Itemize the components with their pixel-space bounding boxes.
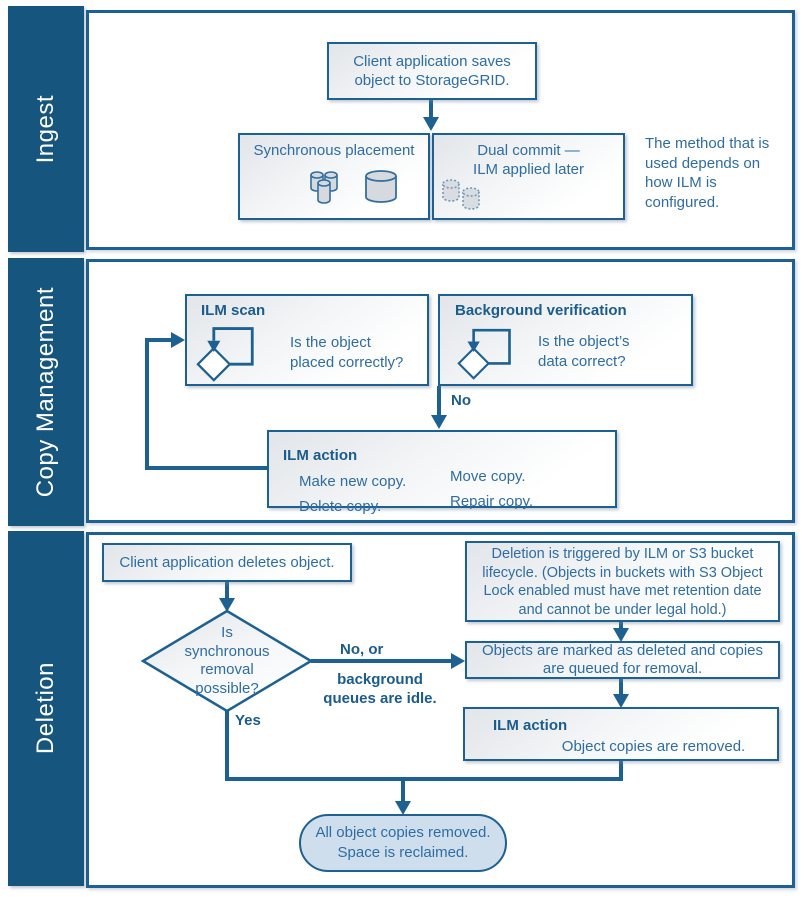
end-state-line1: All object copies removed. xyxy=(315,824,491,841)
background-verification-question: Is the object’s data correct? xyxy=(538,332,629,372)
decision-question: Is synchronous removal possible? xyxy=(140,624,314,698)
no-branch-label: No, or xyxy=(340,641,384,658)
dashed-cylinders-icon xyxy=(442,179,480,210)
ilm-action-copy-left-line2: Delete copy. xyxy=(299,498,382,515)
ilm-action-copy-left-line1: Make new copy. xyxy=(299,473,407,490)
no-branch-subline2: queues are idle. xyxy=(323,689,437,707)
marked-line1: Objects are marked as deleted and copies xyxy=(482,642,763,659)
connector-no-branch xyxy=(311,659,453,663)
background-verification-line2: data correct? xyxy=(538,353,626,370)
arrowhead-down-client-saves xyxy=(423,117,439,131)
connector-loop-vertical xyxy=(145,338,149,470)
background-verification-box: Background verification Is the object’s … xyxy=(438,294,693,386)
ilm-action-box-deletion: ILM action Object copies are removed. xyxy=(463,707,779,761)
end-state-box: All object copies removed. Space is recl… xyxy=(299,814,507,872)
ilm-scan-line2: placed correctly? xyxy=(290,354,404,371)
arrowhead-right-loop-to-ilm-scan xyxy=(171,332,185,348)
ilm-action-deletion-title: ILM action xyxy=(493,717,568,734)
no-label-copy-management: No xyxy=(451,392,471,409)
connector-loop-top xyxy=(145,338,173,342)
decision-diamond xyxy=(140,609,314,713)
decision-line2: synchronous xyxy=(184,642,270,660)
connector-merge-horizontal xyxy=(225,777,623,781)
arrowhead-down-to-end-box xyxy=(395,801,411,815)
no-branch-subline1: background xyxy=(337,671,423,688)
ingest-note-line1: The method that is xyxy=(645,135,770,152)
ingest-note-line2: used depends on xyxy=(645,154,761,172)
ingest-note-line3: how ILM is xyxy=(645,174,717,191)
trigger-line4: and cannot be under legal hold.) xyxy=(518,601,727,618)
ilm-action-box-copy: ILM action Make new copy. Delete copy. M… xyxy=(267,430,617,515)
dual-commit-line2: ILM applied later xyxy=(473,161,584,178)
arrowhead-down-to-marked-box xyxy=(613,628,629,642)
deletion-trigger-text: Deletion is triggered by ILM or S3 bucke… xyxy=(467,545,778,619)
client-saves-box: Client application saves object to Stora… xyxy=(327,42,537,100)
cylinders-cluster-icon xyxy=(310,171,338,204)
client-deletes-label: Client application deletes object. xyxy=(119,554,335,571)
synchronous-placement-box: Synchronous placement xyxy=(238,133,430,220)
yes-branch-label: Yes xyxy=(235,712,261,729)
section-label-deletion: Deletion xyxy=(32,662,59,755)
ilm-action-copy-right-line2: Repair copy. xyxy=(450,493,534,510)
connector-client-saves-to-methods xyxy=(429,99,433,119)
arrowhead-right-no-branch xyxy=(451,653,465,669)
sidebar-band-deletion: Deletion xyxy=(8,531,84,886)
ingest-note-line4: configured. xyxy=(645,193,720,211)
ilm-scan-title: ILM scan xyxy=(201,302,266,319)
arrowhead-down-to-ilm-action-deletion xyxy=(613,694,629,708)
dual-commit-box: Dual commit — ILM applied later xyxy=(432,133,625,220)
sidebar-band-ingest: Ingest xyxy=(8,6,84,252)
client-saves-line1: Client application saves xyxy=(353,53,511,70)
ilm-action-copy-right-line1: Move copy. xyxy=(450,468,526,485)
trigger-line1: Deletion is triggered by ILM or S3 bucke… xyxy=(491,546,754,562)
background-verification-title: Background verification xyxy=(455,302,627,319)
dual-commit-line1: Dual commit — xyxy=(477,142,580,159)
trigger-line2: lifecycle. (Objects in buckets with S3 O… xyxy=(482,564,763,581)
connector-verification-to-ilm-action xyxy=(437,386,441,416)
connector-client-deletes-to-decision xyxy=(225,581,229,600)
deletion-trigger-box: Deletion is triggered by ILM or S3 bucke… xyxy=(465,541,780,622)
arrowhead-down-to-decision xyxy=(219,598,235,612)
ilm-scan-box: ILM scan Is the object placed correctly? xyxy=(185,294,429,386)
arrowhead-down-to-ilm-action-copy xyxy=(431,415,447,429)
connector-ilm-action-to-merge xyxy=(619,760,623,781)
loop-icon xyxy=(457,328,511,380)
decision-line3: removal xyxy=(200,661,254,678)
trigger-line3: Lock enabled must have met retention dat… xyxy=(483,583,762,599)
connector-yes-vertical xyxy=(225,709,229,781)
synchronous-placement-label: Synchronous placement xyxy=(253,142,415,159)
decision-line1: Is xyxy=(221,624,233,641)
ilm-action-deletion-body: Object copies are removed. xyxy=(561,738,746,755)
background-verification-line1: Is the object’s xyxy=(538,333,630,350)
no-branch-sublabel: background queues are idle. xyxy=(310,671,450,708)
end-state-line2: Space is reclaimed. xyxy=(337,844,469,861)
ilm-scan-line1: Is the object xyxy=(290,334,371,351)
ilm-action-copy-title: ILM action xyxy=(283,447,358,464)
section-label-ingest: Ingest xyxy=(32,94,59,164)
objects-marked-box: Objects are marked as deleted and copies… xyxy=(465,641,780,679)
ilm-scan-question: Is the object placed correctly? xyxy=(290,333,403,373)
sidebar-band-copy-management: Copy Management xyxy=(8,258,84,526)
ingest-note: The method that is used depends on how I… xyxy=(645,134,795,212)
ilm-action-copy-right-list: Move copy. Repair copy. xyxy=(450,464,533,514)
client-deletes-box: Client application deletes object. xyxy=(102,543,352,582)
decision-line4: possible? xyxy=(195,679,259,697)
section-label-copy-management: Copy Management xyxy=(32,286,59,498)
connector-marked-to-ilm-action xyxy=(619,679,623,697)
marked-line2: are queued for removal. xyxy=(542,660,703,677)
loop-icon xyxy=(196,327,254,382)
cylinder-icon xyxy=(365,170,397,203)
connector-loop-bottom xyxy=(145,466,267,470)
connector-merge-to-end xyxy=(401,777,405,803)
connector-trigger-to-marked xyxy=(619,621,623,630)
client-saves-line2: object to StorageGRID. xyxy=(354,72,510,89)
ilm-action-copy-left-list: Make new copy. Delete copy. xyxy=(299,469,406,519)
